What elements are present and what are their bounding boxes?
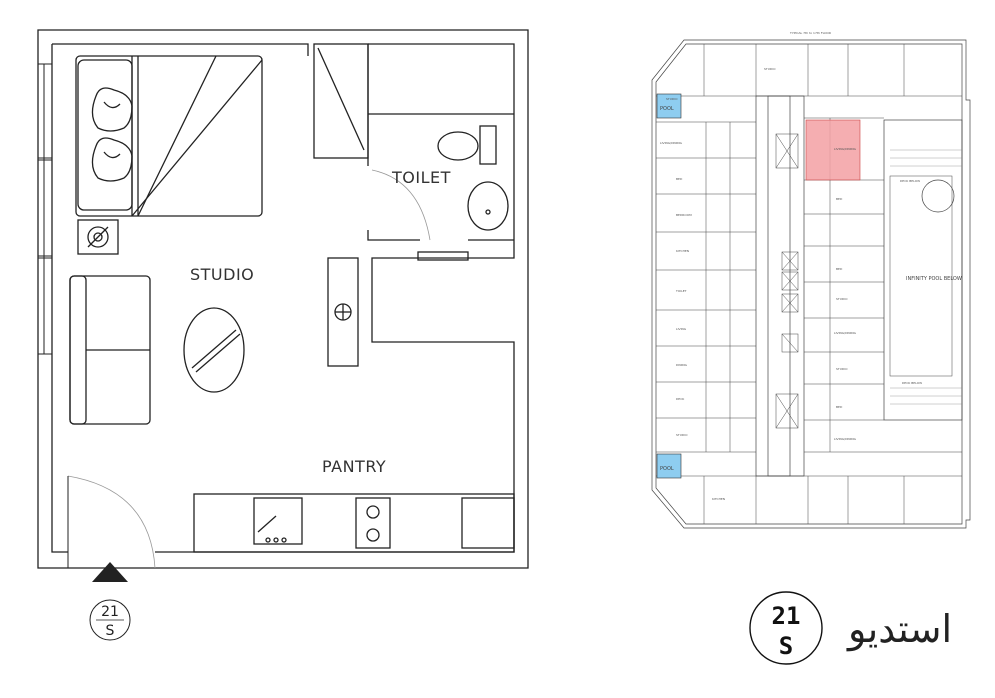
svg-text:TOILET: TOILET	[675, 289, 687, 293]
svg-text:STUDIO: STUDIO	[836, 297, 848, 301]
basin	[467, 181, 509, 231]
pillow-top	[91, 87, 133, 132]
svg-text:KITCHEN: KITCHEN	[676, 249, 689, 253]
coffee-table	[183, 307, 245, 393]
toilet-bowl	[437, 125, 497, 165]
tall-cabinet	[327, 257, 359, 367]
unit-badge-right: 21 S	[749, 591, 823, 665]
svg-text:BED: BED	[836, 405, 843, 409]
deck-label-top: DECK BELOW	[900, 179, 920, 183]
small-pool-top: POOL	[656, 93, 682, 119]
outer-wall	[37, 29, 529, 569]
unit-labels: STUDIO LIVING/DINING BED BEDROOM KITCHEN…	[660, 67, 857, 501]
svg-text:POOL: POOL	[660, 106, 674, 112]
svg-text:STUDIO: STUDIO	[836, 367, 848, 371]
studio-plan	[37, 29, 529, 569]
svg-text:BED: BED	[836, 197, 843, 201]
wardrobe	[313, 43, 369, 159]
inner-wall	[51, 43, 515, 553]
svg-text:STUDIO: STUDIO	[676, 433, 688, 437]
toilet-door	[371, 169, 431, 241]
entry-arrow-icon	[92, 562, 128, 582]
svg-text:LIVING/DINING: LIVING/DINING	[834, 437, 857, 441]
svg-text:LIVING: LIVING	[676, 327, 687, 331]
toilet-partition	[367, 44, 514, 241]
lamp	[77, 219, 119, 255]
pool-label: INFINITY POOL BELOW	[906, 276, 962, 282]
arabic-title: استديو	[846, 607, 952, 652]
deck-label-bottom: DECK BELOW	[902, 381, 922, 385]
svg-text:STUDIO: STUDIO	[764, 67, 776, 71]
kitchen-counter	[193, 493, 515, 553]
key-plan-header: TYPICAL 7th to 17th FLOOR	[789, 31, 831, 35]
toilet-threshold	[417, 251, 469, 261]
svg-text:BEDROOM: BEDROOM	[676, 213, 692, 217]
entrance-door	[67, 475, 156, 569]
studio-label: STUDIO	[190, 265, 254, 284]
bed	[75, 55, 263, 217]
badge-left-bottom: S	[106, 623, 115, 639]
svg-text:LIVING/DINING: LIVING/DINING	[660, 141, 683, 145]
badge-left-top: 21	[101, 604, 119, 620]
svg-text:LIVING/DINING: LIVING/DINING	[834, 331, 857, 335]
unit-badge-left: 21 S	[89, 599, 131, 641]
badge-right-bottom: S	[779, 632, 793, 660]
sofa	[69, 275, 151, 425]
highlighted-studio-unit	[805, 119, 861, 181]
svg-text:BED: BED	[836, 267, 843, 271]
svg-text:BED: BED	[676, 177, 683, 181]
pantry-label: PANTRY	[322, 457, 386, 476]
toilet-label: TOILET	[391, 168, 451, 187]
svg-text:POOL: POOL	[660, 466, 674, 472]
pillow-bottom	[91, 137, 133, 182]
svg-text:DECK: DECK	[676, 397, 685, 401]
svg-text:LIVING/DINING: LIVING/DINING	[834, 147, 857, 151]
svg-text:STUDIO: STUDIO	[666, 97, 678, 101]
svg-text:DINING: DINING	[676, 363, 688, 367]
key-plan	[651, 39, 971, 529]
badge-right-top: 21	[772, 602, 801, 630]
left-window	[37, 63, 53, 355]
small-pool-bottom: POOL	[656, 453, 682, 479]
svg-text:KITCHEN: KITCHEN	[712, 497, 725, 501]
